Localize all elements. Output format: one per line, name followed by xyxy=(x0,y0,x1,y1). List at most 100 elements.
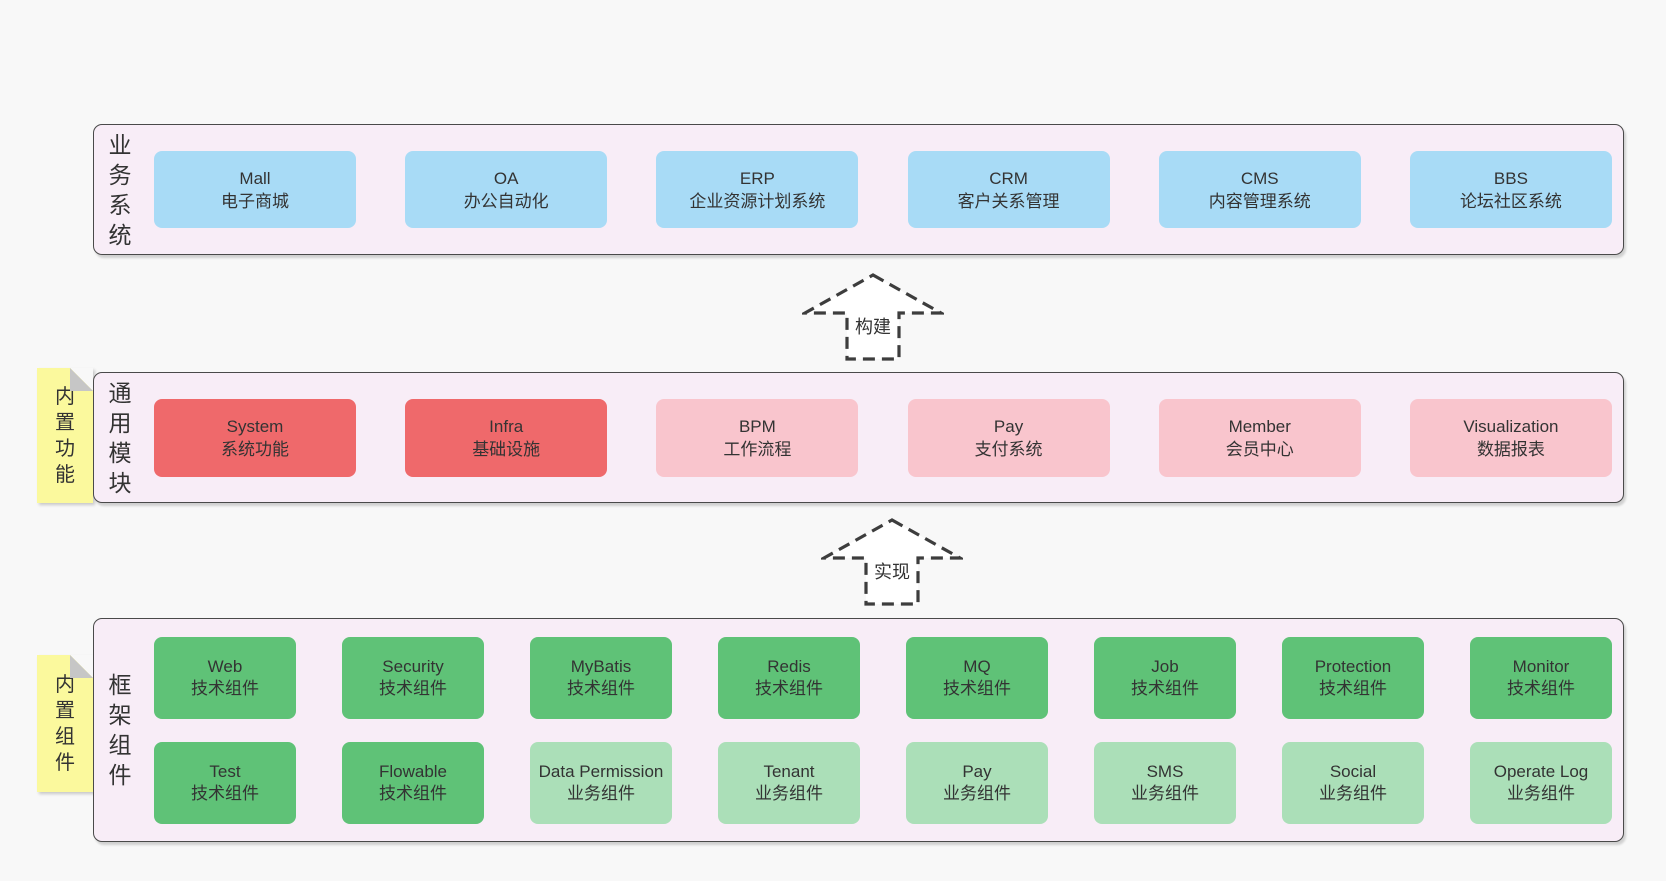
layer-label-components: 框架组件 xyxy=(94,619,146,841)
business-row: Mall 电子商城 OA 办公自动化 ERP 企业资源计划系统 CRM 客户关系… xyxy=(154,151,1612,228)
node-subtitle: 办公自动化 xyxy=(463,191,549,211)
node-name: Monitor xyxy=(1512,656,1570,676)
layer-framework-components: 框架组件 Web 技术组件 Security 技术组件 MyBatis 技术组件… xyxy=(93,618,1624,842)
node-name: Web xyxy=(207,656,243,676)
node-oa: OA 办公自动化 xyxy=(405,151,608,228)
layer-label-business-text: 业务系统 xyxy=(108,131,132,248)
node-infra: Infra 基础设施 xyxy=(405,398,608,477)
node-name: Flowable xyxy=(378,761,448,781)
node-name: Infra xyxy=(489,416,524,436)
node-subtitle: 业务组件 xyxy=(1507,783,1575,803)
node-name: Mall xyxy=(239,168,271,188)
arrow-build: 构建 xyxy=(802,273,944,361)
node-visualization: Visualization 数据报表 xyxy=(1409,398,1612,477)
components-row-1: Web 技术组件 Security 技术组件 MyBatis 技术组件 Redi… xyxy=(154,636,1612,719)
node-subtitle: 技术组件 xyxy=(1319,678,1387,698)
sticky-text: 内置组件 xyxy=(55,673,75,774)
node-name: Test xyxy=(209,761,241,781)
node-name: Redis xyxy=(767,656,811,676)
node-subtitle: 论坛社区系统 xyxy=(1459,191,1562,211)
node-name: MQ xyxy=(963,656,991,676)
node-name: Protection xyxy=(1314,656,1392,676)
layer-business-systems: 业务系统 Mall 电子商城 OA 办公自动化 ERP 企业资源计划系统 CRM xyxy=(93,124,1624,255)
layer-label-modules: 通用模块 xyxy=(94,373,146,502)
node-crm: CRM 客户关系管理 xyxy=(907,151,1110,228)
node-cms: CMS 内容管理系统 xyxy=(1158,151,1361,228)
node-bbs: BBS 论坛社区系统 xyxy=(1409,151,1612,228)
node-subtitle: 业务组件 xyxy=(1319,783,1387,803)
node-system: System 系统功能 xyxy=(154,398,356,477)
layer-label-business: 业务系统 xyxy=(94,125,146,254)
node-subtitle: 业务组件 xyxy=(943,783,1011,803)
node-subtitle: 电子商城 xyxy=(221,191,289,211)
node-name: BPM xyxy=(738,416,776,436)
node-protection: Protection 技术组件 xyxy=(1282,636,1424,719)
node-subtitle: 技术组件 xyxy=(191,678,259,698)
node-subtitle: 系统功能 xyxy=(221,439,289,459)
node-name: Social xyxy=(1329,761,1377,781)
node-name: Data Permission xyxy=(538,761,664,781)
node-name: MyBatis xyxy=(570,656,632,676)
node-subtitle: 工作流程 xyxy=(723,439,792,459)
node-name: Tenant xyxy=(763,761,815,781)
node-member: Member 会员中心 xyxy=(1158,398,1361,477)
node-subtitle: 业务组件 xyxy=(1131,783,1199,803)
layer-label-modules-text: 通用模块 xyxy=(108,379,132,496)
sticky-text: 内置功能 xyxy=(55,385,75,486)
node-pay-biz: Pay 业务组件 xyxy=(906,741,1048,824)
arrow-implement: 实现 xyxy=(821,518,963,606)
node-subtitle: 内容管理系统 xyxy=(1208,191,1311,211)
node-job: Job 技术组件 xyxy=(1094,636,1236,719)
node-name: Job xyxy=(1151,656,1179,676)
node-erp: ERP 企业资源计划系统 xyxy=(656,151,859,228)
layer-label-components-text: 框架组件 xyxy=(108,672,132,788)
node-monitor: Monitor 技术组件 xyxy=(1470,636,1612,719)
folded-corner-icon xyxy=(70,368,93,391)
node-name: System xyxy=(226,416,284,436)
node-subtitle: 技术组件 xyxy=(755,678,823,698)
node-name: CRM xyxy=(989,168,1028,188)
folded-corner-icon xyxy=(70,655,93,678)
node-bpm: BPM 工作流程 xyxy=(656,398,859,477)
node-name: Security xyxy=(382,656,444,676)
node-subtitle: 业务组件 xyxy=(567,783,635,803)
node-subtitle: 技术组件 xyxy=(1131,678,1199,698)
arrow-label: 实现 xyxy=(871,558,913,584)
node-name: OA xyxy=(493,168,519,188)
node-flowable: Flowable 技术组件 xyxy=(342,741,484,824)
node-mybatis: MyBatis 技术组件 xyxy=(530,636,672,719)
node-subtitle: 技术组件 xyxy=(567,678,635,698)
node-test: Test 技术组件 xyxy=(154,741,296,824)
node-subtitle: 技术组件 xyxy=(379,678,447,698)
node-mq: MQ 技术组件 xyxy=(906,636,1048,719)
node-subtitle: 基础设施 xyxy=(472,439,541,459)
node-sms: SMS 业务组件 xyxy=(1094,741,1236,824)
node-redis: Redis 技术组件 xyxy=(718,636,860,719)
node-mall: Mall 电子商城 xyxy=(154,151,356,228)
node-name: Pay xyxy=(993,416,1024,436)
layer-common-modules: 通用模块 System 系统功能 Infra 基础设施 BPM 工作流程 Pay xyxy=(93,372,1624,503)
node-name: ERP xyxy=(739,168,775,188)
node-data-permission: Data Permission 业务组件 xyxy=(530,741,672,824)
node-subtitle: 会员中心 xyxy=(1225,439,1294,459)
sticky-note-built-in-components: 内置组件 xyxy=(37,655,93,792)
node-subtitle: 技术组件 xyxy=(191,783,259,803)
modules-row: System 系统功能 Infra 基础设施 BPM 工作流程 Pay 支付系统… xyxy=(154,398,1612,477)
node-subtitle: 支付系统 xyxy=(974,439,1043,459)
node-name: Visualization xyxy=(1463,416,1559,436)
components-row-2: Test 技术组件 Flowable 技术组件 Data Permission … xyxy=(154,741,1612,824)
arrow-label: 构建 xyxy=(852,313,894,339)
node-subtitle: 技术组件 xyxy=(943,678,1011,698)
node-name: BBS xyxy=(1493,168,1528,188)
node-name: Operate Log xyxy=(1493,761,1589,781)
node-name: Member xyxy=(1228,416,1291,436)
node-subtitle: 企业资源计划系统 xyxy=(689,191,826,211)
node-subtitle: 客户关系管理 xyxy=(957,191,1060,211)
node-name: SMS xyxy=(1146,761,1184,781)
node-operate-log: Operate Log 业务组件 xyxy=(1470,741,1612,824)
sticky-note-built-in-features: 内置功能 xyxy=(37,368,93,503)
node-social: Social 业务组件 xyxy=(1282,741,1424,824)
node-web: Web 技术组件 xyxy=(154,636,296,719)
node-name: Pay xyxy=(962,761,992,781)
